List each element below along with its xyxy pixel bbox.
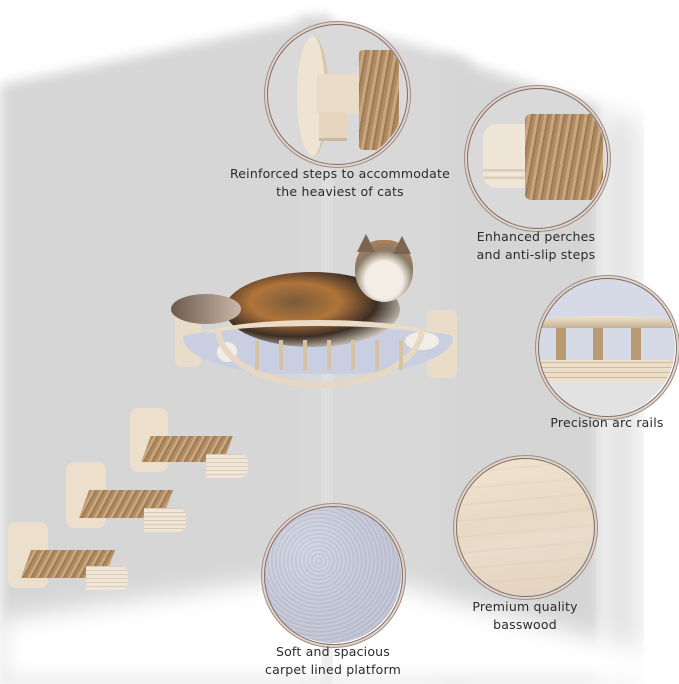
wood-texture-icon <box>456 458 593 595</box>
bracket-detail-icon <box>267 24 406 163</box>
feature-circle-basswood <box>456 458 593 595</box>
feature-circle-precision-rails <box>538 278 675 415</box>
caption-precision-rails: Precision arc rails <box>550 415 664 430</box>
feature-circle-reinforced-steps <box>267 24 406 163</box>
rope-steps-group <box>0 400 260 600</box>
caption-enhanced-perches: Enhanced perches and anti-slip steps <box>476 229 596 262</box>
caption-carpet-platform: Soft and spacious carpet lined platform <box>265 644 401 677</box>
feature-circle-carpet <box>264 506 401 643</box>
cat-bed-icon <box>165 232 470 388</box>
caption-basswood: Premium quality basswood <box>472 599 578 632</box>
rope-step-icon <box>64 460 186 532</box>
rope-perch-icon <box>467 88 606 227</box>
felt-texture-icon <box>264 506 401 643</box>
rope-step-icon <box>6 520 128 592</box>
caption-reinforced-steps: Reinforced steps to accommodate the heav… <box>229 166 451 199</box>
arc-rail-icon <box>538 278 675 415</box>
rope-step-icon <box>128 406 248 478</box>
feature-circle-enhanced-perches <box>467 88 606 227</box>
hero-cat-bed <box>165 232 470 388</box>
